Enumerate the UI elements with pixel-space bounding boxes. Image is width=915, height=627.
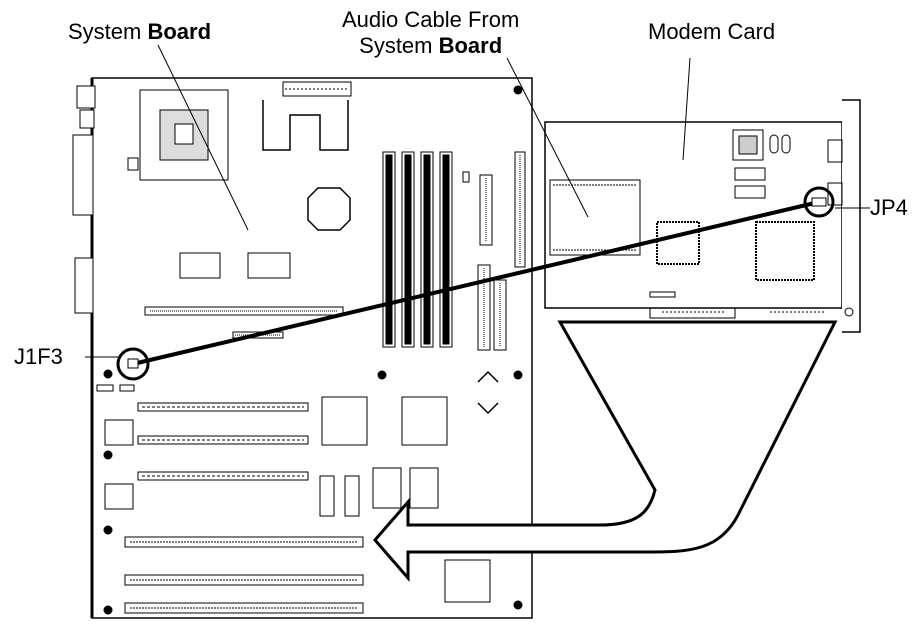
label-system-board: System Board — [68, 21, 211, 43]
label-jp4: JP4 — [870, 197, 908, 219]
audio-cable-line2: System Board — [342, 35, 519, 57]
label-j1f3: J1F3 — [14, 346, 63, 368]
label-audio-cable: Audio Cable From System Board — [342, 9, 519, 57]
system-board-bold: Board — [147, 19, 211, 44]
audio-cable-line1: Audio Cable From — [342, 9, 519, 31]
audio-cable-line2-bold: Board — [439, 33, 503, 58]
label-modem-card: Modem Card — [648, 21, 775, 43]
system-board-prefix: System — [68, 19, 147, 44]
audio-cable-line2-prefix: System — [359, 33, 438, 58]
